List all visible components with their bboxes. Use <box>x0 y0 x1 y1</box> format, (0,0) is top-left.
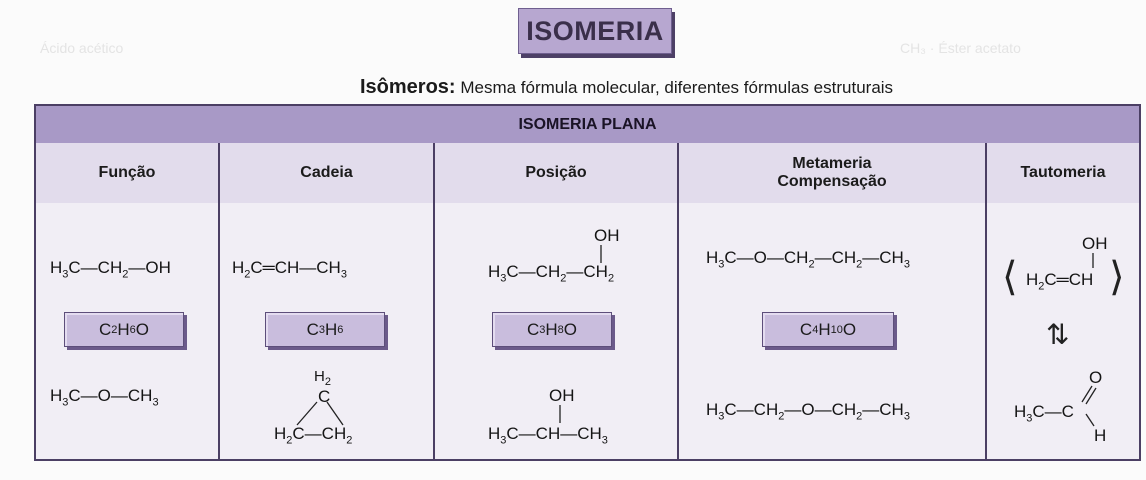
header-tautomeria: Tautomeria <box>1020 164 1106 181</box>
ghost-text: CH₃ · Éster acetato <box>900 40 1021 56</box>
posicao-2-propanol: H3C—CH—CH3 <box>488 424 608 447</box>
tautomeria-o: O <box>1089 368 1103 387</box>
section-title: ISOMERIA PLANA <box>36 106 1139 145</box>
cadeia-cyclopropane-base: H2C—CH2 <box>274 424 353 447</box>
subtitle-term: Isômeros: <box>360 76 456 98</box>
column-divider <box>985 143 987 459</box>
funcao-ether: H3C—O—CH3 <box>50 386 159 409</box>
posicao-bond <box>559 405 561 423</box>
tautomeria-oh: OH <box>1082 234 1108 253</box>
isomeria-table: ISOMERIA PLANA Função Cadeia Posição Met… <box>34 104 1141 461</box>
tautomeria-enol: H2C═CH <box>1026 270 1094 293</box>
subtitle: Isômeros: Mesma fórmula molecular, difer… <box>360 76 893 99</box>
tautomeria-h: H <box>1094 426 1107 445</box>
tautomeria-aldehyde: H3C—C <box>1014 402 1074 425</box>
column-divider <box>677 143 679 459</box>
metameria-diethyl-ether: H3C—CH2—O—CH2—CH3 <box>706 400 910 423</box>
cadeia-cyclopropane-h2: H2 <box>314 368 331 388</box>
enol-left-bracket: ⟨ <box>1002 255 1018 299</box>
funcao-alcohol: H3C—CH2—OH <box>50 258 171 281</box>
header-funcao: Função <box>98 164 156 181</box>
subtitle-text: Mesma fórmula molecular, diferentes fórm… <box>460 78 894 97</box>
header-cadeia: Cadeia <box>300 164 353 181</box>
cadeia-ring-bonds <box>296 401 344 426</box>
tautomeria-carbonyl-bonds <box>1081 385 1097 427</box>
enol-right-bracket: ⟩ <box>1109 255 1125 299</box>
tautomeria-bond <box>1092 253 1094 268</box>
header-posicao: Posição <box>525 164 587 181</box>
column-divider <box>218 143 220 459</box>
header-metameria: Metameria Compensação <box>777 155 887 190</box>
equilibrium-arrows-icon: ⇅ <box>1046 319 1070 350</box>
posicao-bond <box>600 245 602 263</box>
posicao-oh-top: OH <box>594 226 620 245</box>
header-row: Função Cadeia Posição Metameria Compensa… <box>36 143 1139 205</box>
page-title: ISOMERIA <box>518 8 672 54</box>
metameria-methyl-propyl-ether: H3C—O—CH2—CH2—CH3 <box>706 248 910 271</box>
cadeia-cyclopropane-c: C <box>318 387 331 406</box>
cadeia-propene: H2C═CH—CH3 <box>232 258 347 281</box>
posicao-oh-bottom: OH <box>549 386 575 405</box>
column-divider <box>433 143 435 459</box>
posicao-1-propanol: H3C—CH2—CH2 <box>488 262 615 285</box>
ghost-text: Ácido acético <box>40 40 124 56</box>
